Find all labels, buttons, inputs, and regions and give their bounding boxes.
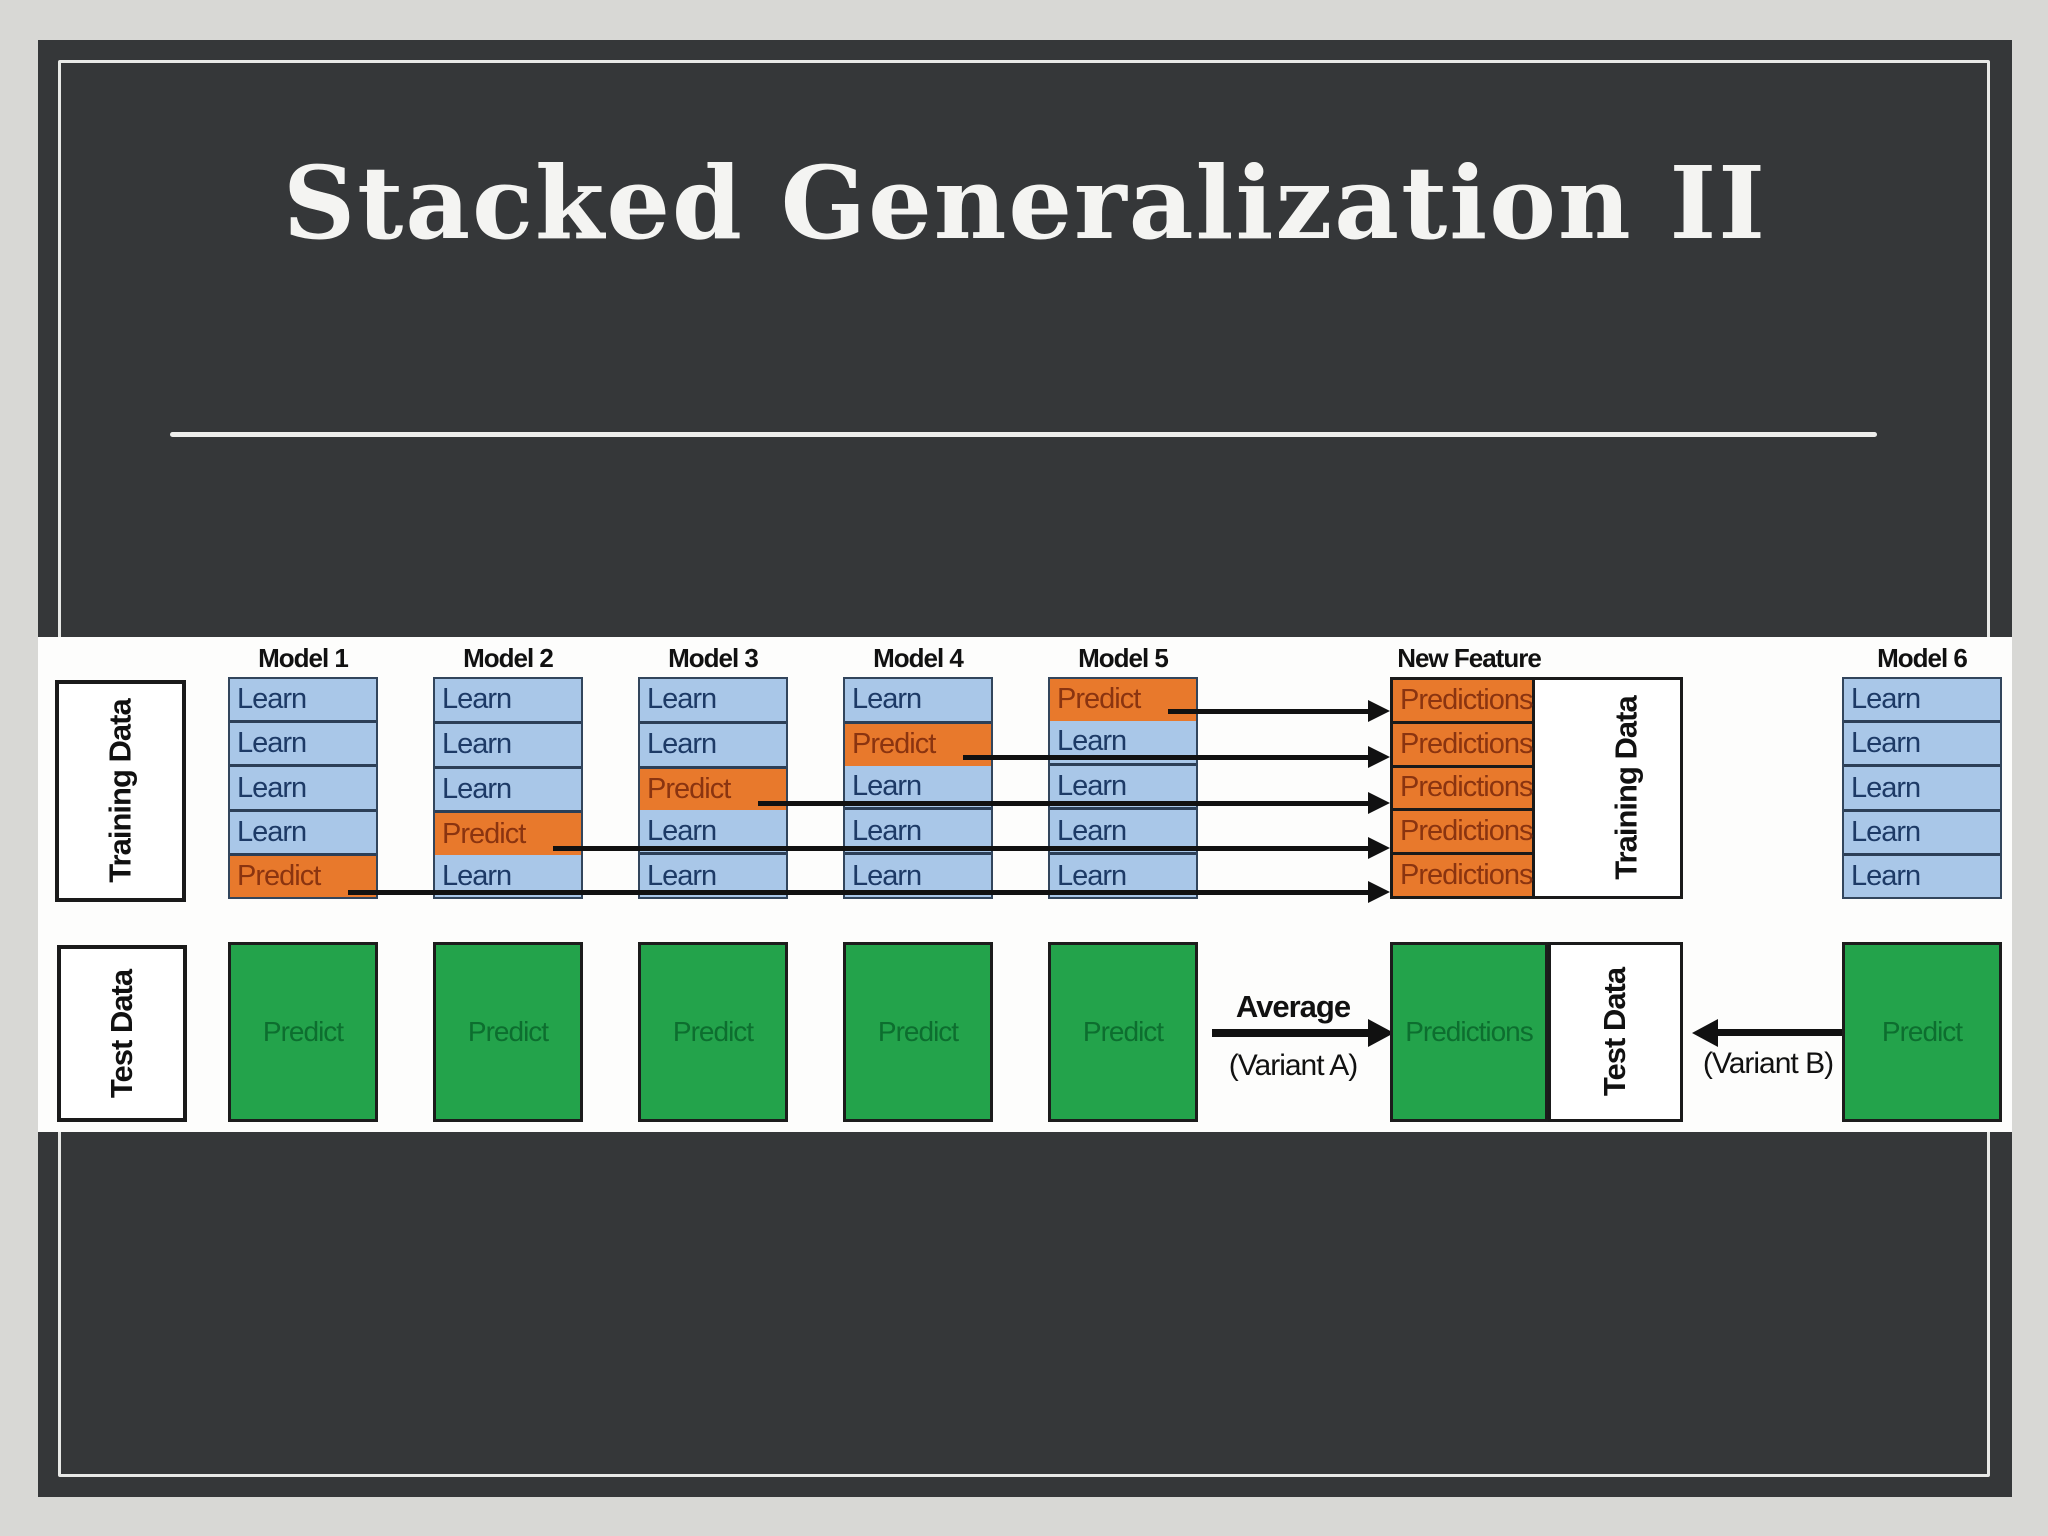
model-4-stack: Learn Predict Learn Learn Learn: [843, 677, 993, 899]
model-3-cell: Learn: [640, 810, 786, 853]
predictions-cell: Predictions: [1393, 852, 1533, 896]
new-feature-stack: Predictions Predictions Predictions Pred…: [1393, 680, 1536, 896]
model-4-cell: Learn: [845, 807, 991, 853]
stacking-diagram: Model 1 Model 2 Model 3 Model 4 Model 5 …: [38, 637, 2012, 1132]
average-arrowhead-icon: [1368, 1019, 1394, 1047]
model-6-cell: Learn: [1844, 679, 2000, 721]
model-5-cell: Learn: [1050, 762, 1196, 808]
model-1-cell: Learn: [230, 764, 376, 809]
arrowhead-model1-icon: [1368, 881, 1390, 903]
model-5-predict-cell: Predict: [1050, 679, 1196, 721]
variant-b-arrowhead-icon: [1692, 1019, 1718, 1047]
model-2-cell: Learn: [435, 720, 581, 766]
model-4-cell: Learn: [845, 679, 991, 721]
arrow-model5-to-predictions: [1168, 709, 1368, 714]
training-data-right-box: Training Data: [1535, 680, 1718, 896]
model-1-predict-cell: Predict: [230, 852, 376, 898]
arrowhead-model4-icon: [1368, 746, 1390, 768]
new-feature-header: New Feature: [1397, 643, 1542, 673]
arrow-model1-to-predictions: [348, 890, 1368, 895]
model-6-header: Model 6: [1877, 643, 1968, 673]
test-data-left-label: Test Data: [104, 969, 139, 1098]
predictions-cell: Predictions: [1393, 808, 1533, 853]
model-2-predict-cell: Predict: [435, 810, 581, 856]
model-6-stack: Learn Learn Learn Learn Learn: [1842, 677, 2002, 899]
arrowhead-model5-icon: [1368, 700, 1390, 722]
arrow-model4-to-predictions: [963, 755, 1368, 760]
title-underline: [170, 432, 1877, 437]
model-1-cell: Learn: [230, 679, 376, 721]
predictions-cell: Predictions: [1393, 680, 1533, 721]
model-6-cell: Learn: [1844, 808, 2000, 853]
model-3-cell: Learn: [640, 720, 786, 766]
arrow-model2-to-predictions: [553, 846, 1368, 851]
model-5-test-predict-box: Predict: [1048, 942, 1198, 1122]
model-6-cell: Learn: [1844, 720, 2000, 765]
model-3-stack: Learn Learn Predict Learn Learn: [638, 677, 788, 899]
variant-b-arrow: [1716, 1029, 1842, 1036]
arrowhead-model3-icon: [1368, 792, 1390, 814]
training-data-left-label: Training Data: [102, 699, 138, 883]
variant-b-label: (Variant B): [1702, 1047, 1834, 1080]
model-3-cell: Learn: [640, 852, 786, 897]
arrow-model3-to-predictions: [758, 801, 1368, 806]
model-1-test-predict-box: Predict: [228, 942, 378, 1122]
model-2-header: Model 2: [463, 643, 554, 673]
slide: Stacked Generalization II Model 1 Model …: [38, 40, 2012, 1497]
model-2-test-predict-box: Predict: [433, 942, 583, 1122]
model-4-cell: Learn: [845, 765, 991, 808]
average-label: Average: [1235, 989, 1351, 1024]
model-4-header: Model 4: [873, 643, 964, 673]
arrowhead-model2-icon: [1368, 837, 1390, 859]
model-5-cell: Learn: [1050, 807, 1196, 853]
model-1-cell: Learn: [230, 720, 376, 765]
model-2-stack: Learn Learn Learn Predict Learn: [433, 677, 583, 899]
model-3-header: Model 3: [668, 643, 759, 673]
test-data-right-label: Test Data: [1597, 967, 1633, 1097]
model-5-header: Model 5: [1078, 643, 1169, 673]
test-data-left-box: Test Data: [57, 945, 187, 1122]
model-5-cell: Learn: [1050, 852, 1196, 897]
variant-a-label: (Variant A): [1228, 1049, 1359, 1082]
model-3-cell: Learn: [640, 679, 786, 721]
model-1-header: Model 1: [258, 643, 349, 673]
model-4-predict-cell: Predict: [845, 720, 991, 766]
training-data-left-box: Training Data: [55, 680, 186, 902]
model-3-test-predict-box: Predict: [638, 942, 788, 1122]
model-4-cell: Learn: [845, 852, 991, 897]
predictions-cell: Predictions: [1393, 764, 1533, 809]
model-4-test-predict-box: Predict: [843, 942, 993, 1122]
model-2-cell: Learn: [435, 679, 581, 721]
model-6-test-predict-box: Predict: [1842, 942, 2002, 1122]
model-6-cell: Learn: [1844, 764, 2000, 809]
model-1-cell: Learn: [230, 808, 376, 853]
new-feature-training-box: Predictions Predictions Predictions Pred…: [1390, 677, 1683, 899]
model-6-cell: Learn: [1844, 852, 2000, 898]
model-2-cell: Learn: [435, 765, 581, 811]
model-5-stack: Predict Learn Learn Learn Learn: [1048, 677, 1198, 899]
test-data-right-box: Test Data: [1548, 942, 1683, 1122]
training-data-right-label: Training Data: [1609, 696, 1645, 880]
test-predictions-box: Predictions: [1390, 942, 1548, 1122]
predictions-cell: Predictions: [1393, 720, 1533, 765]
model-1-stack: Learn Learn Learn Learn Predict: [228, 677, 378, 899]
average-arrow: [1212, 1029, 1368, 1037]
slide-title: Stacked Generalization II: [282, 144, 1768, 262]
